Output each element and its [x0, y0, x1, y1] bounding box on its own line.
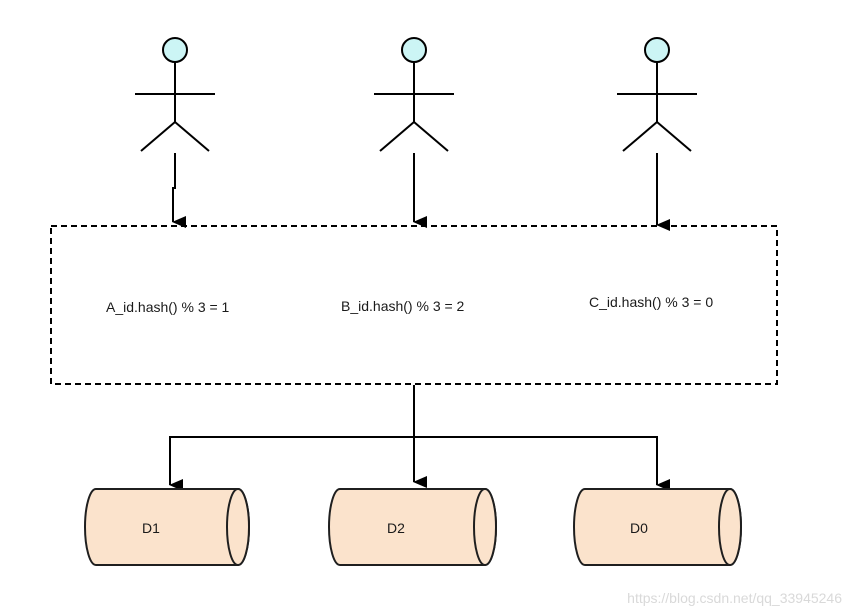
database-cylinder-icon — [573, 488, 742, 566]
database-d1: D1 — [84, 488, 250, 566]
database-cylinder-icon — [328, 488, 497, 566]
stick-figure-actor-icon — [617, 37, 697, 152]
database-cylinder-icon — [84, 488, 250, 566]
router-box — [50, 225, 778, 385]
watermark-url: https://blog.csdn.net/qq_33945246 — [627, 590, 842, 606]
actor-b — [374, 37, 454, 152]
database-d0: D0 — [573, 488, 742, 566]
formula-a: A_id.hash() % 3 = 1 — [106, 299, 230, 315]
database-label: D1 — [142, 520, 160, 536]
stick-figure-actor-icon — [374, 37, 454, 152]
actor-a — [135, 37, 215, 152]
actor-c — [617, 37, 697, 152]
arrow-actor-a-to-router — [172, 153, 186, 228]
stick-figure-actor-icon — [135, 37, 215, 152]
database-label: D0 — [630, 520, 648, 536]
database-label: D2 — [387, 520, 405, 536]
formula-b: B_id.hash() % 3 = 2 — [341, 298, 465, 314]
database-d2: D2 — [328, 488, 497, 566]
formula-c: C_id.hash() % 3 = 0 — [589, 294, 713, 310]
